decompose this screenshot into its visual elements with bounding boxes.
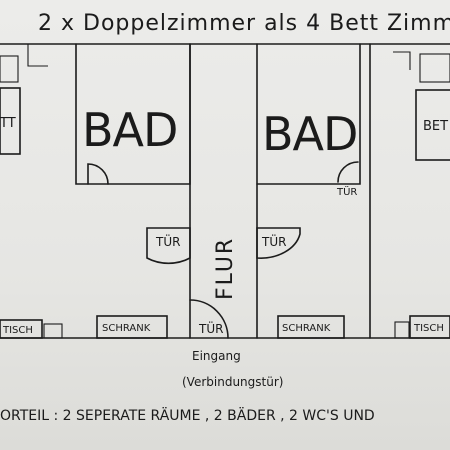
right-bath-door-swing [337, 161, 359, 183]
left-room-door-label: TÜR [155, 233, 180, 249]
left-table [0, 319, 43, 339]
entrance-label: Eingang [192, 349, 241, 363]
left-bath-door-swing [87, 163, 109, 185]
entrance-sublabel: (Verbindungstür) [182, 375, 283, 389]
right-bath-walls [256, 43, 361, 185]
right-table [409, 315, 450, 339]
entrance-door-label: TÜR [198, 320, 223, 336]
left-chair [43, 323, 63, 339]
entrance-door-swing [189, 299, 229, 339]
right-table-label: TISCH [413, 323, 444, 334]
right-corner-mark [393, 51, 411, 70]
plan-title: 2 x Doppelzimmer als 4 Bett Zimmer [38, 11, 450, 36]
right-bath-door-label: TÜR [336, 185, 357, 198]
left-table-label: TISCH [2, 325, 33, 336]
left-room-door-swing [146, 227, 191, 264]
hallway-label: FLUR [213, 237, 238, 300]
left-corner-mark [27, 44, 48, 67]
right-room-door-swing [256, 227, 301, 259]
left-corner-box [0, 55, 19, 83]
right-corner-box [419, 53, 450, 83]
right-bath-label: BAD [262, 107, 357, 161]
footer-note: ORTEIL : 2 SEPERATE RÄUME , 2 BÄDER , 2 … [0, 406, 375, 424]
right-room-door-label: TÜR [261, 233, 286, 249]
left-bed-label: TT [0, 116, 16, 131]
right-wardrobe-label: SCHRANK [282, 323, 331, 334]
right-wardrobe [277, 315, 345, 339]
right-bed [415, 89, 450, 161]
left-bath-label: BAD [82, 103, 177, 157]
right-chair [394, 321, 410, 339]
left-bed [0, 87, 21, 155]
right-bed-label: BET [423, 119, 448, 134]
left-wardrobe-label: SCHRANK [102, 323, 151, 334]
left-wardrobe [96, 315, 168, 339]
